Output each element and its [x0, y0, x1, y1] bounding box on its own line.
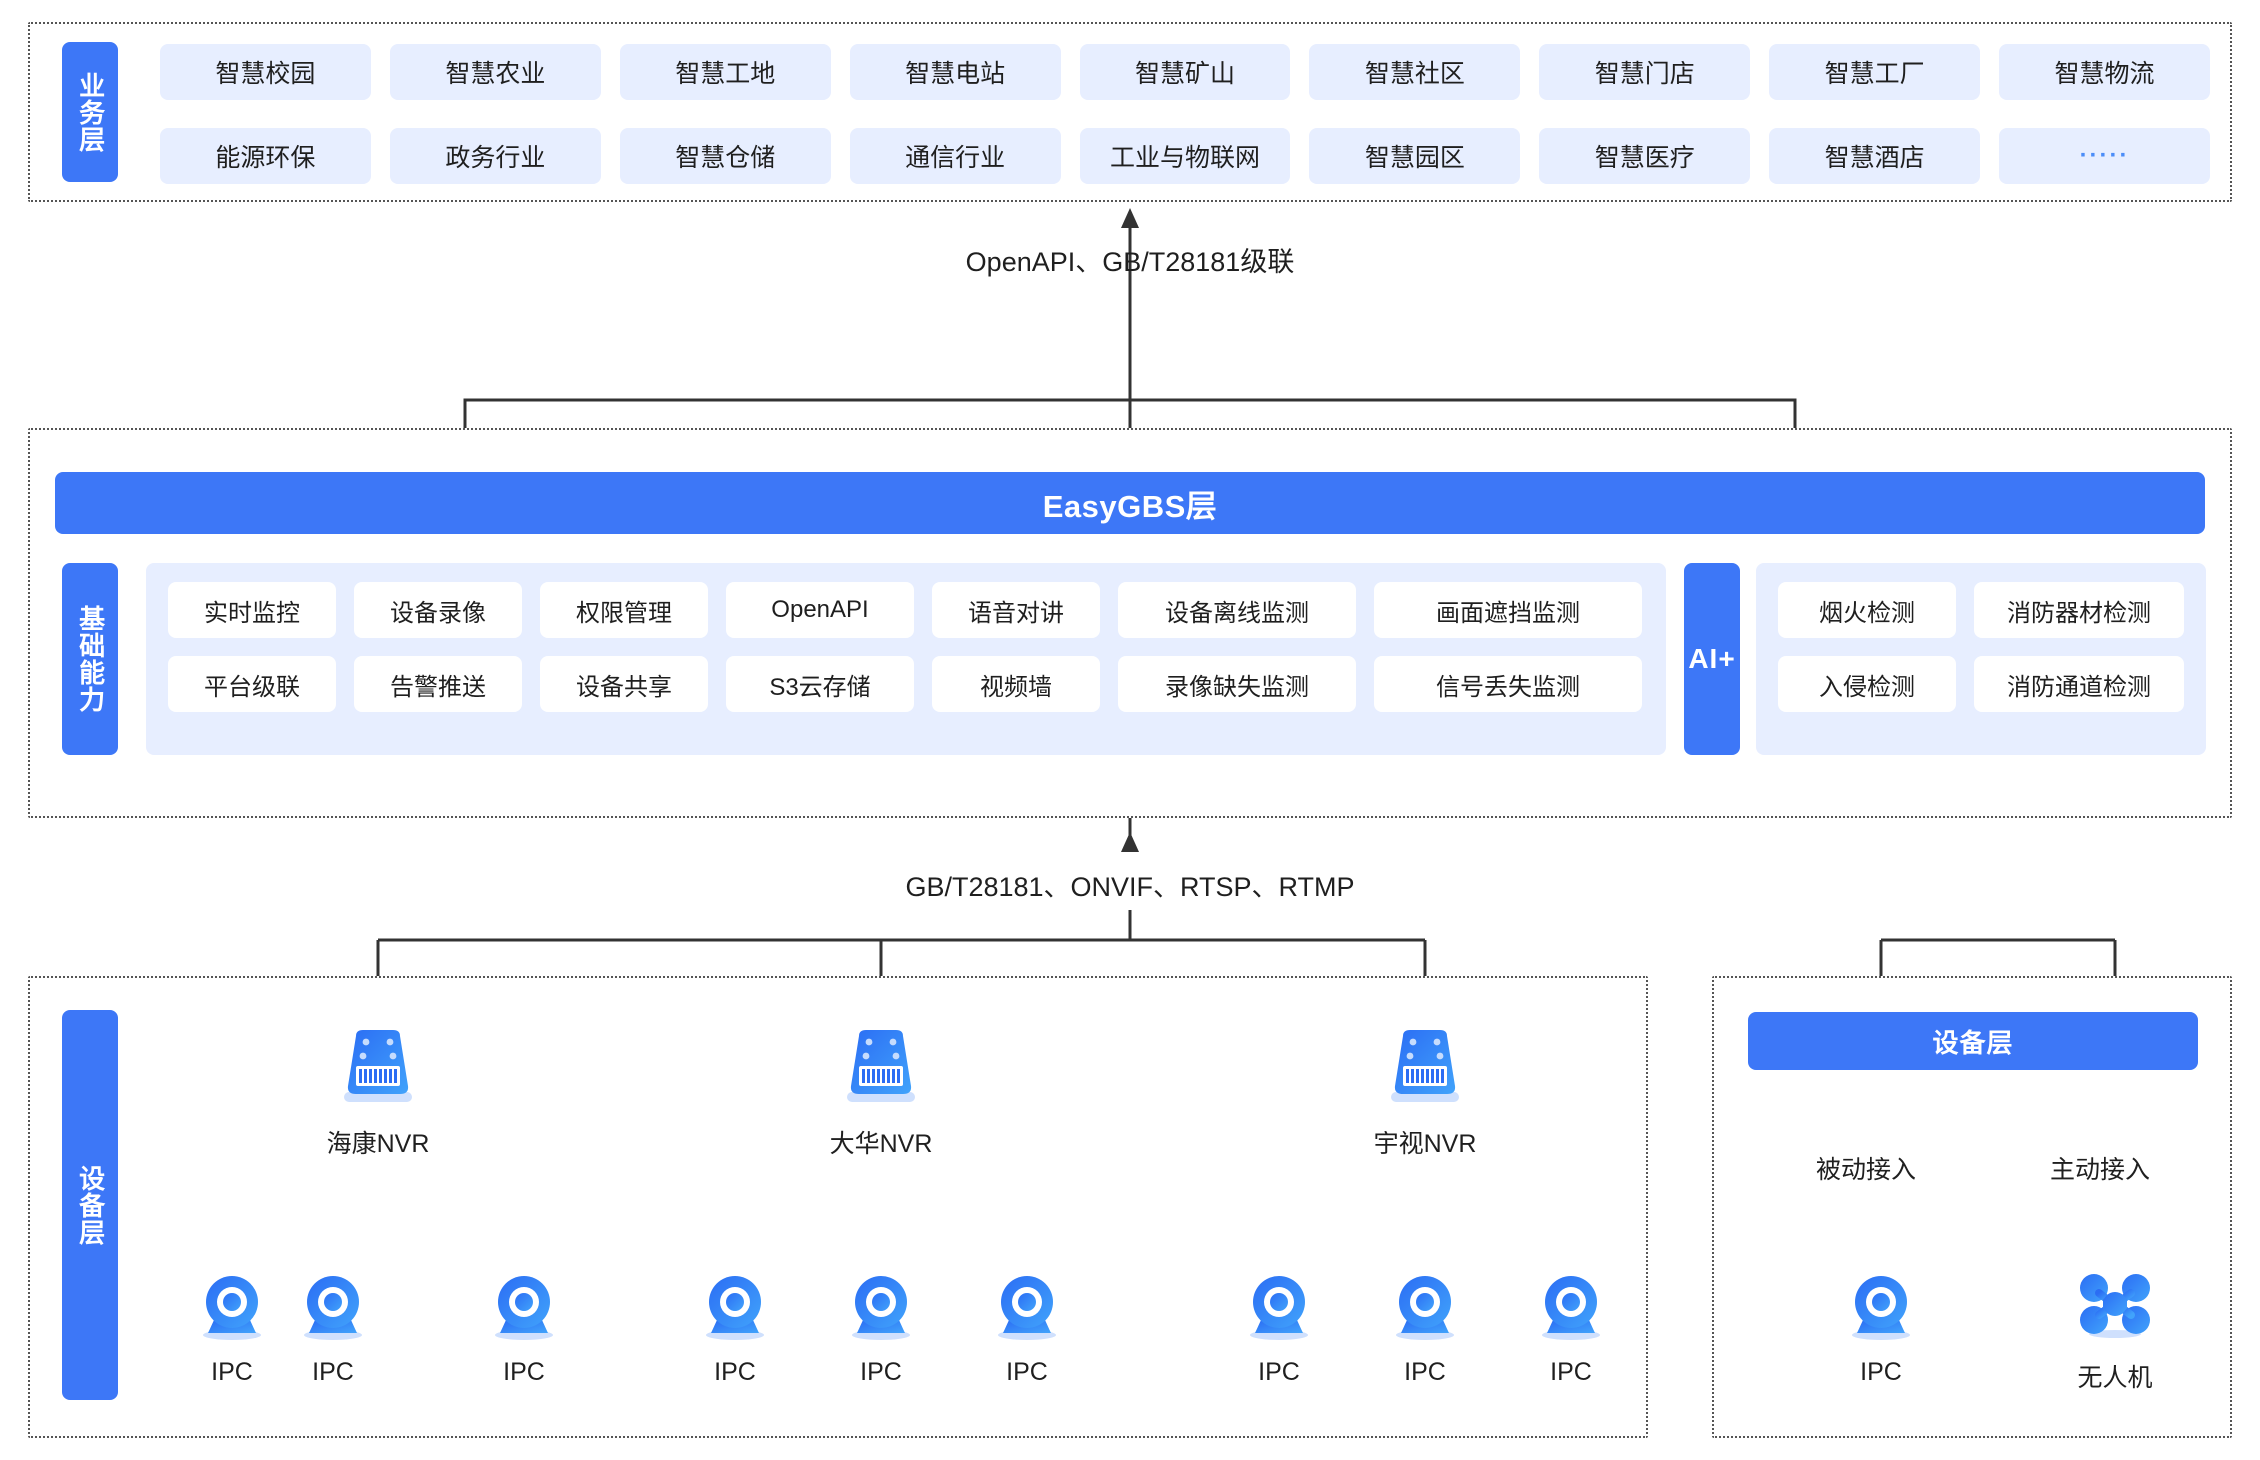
ipc-camera-icon	[1531, 1268, 1611, 1353]
ipc-camera-icon	[192, 1268, 272, 1353]
business-tag[interactable]: 工业与物联网	[1079, 128, 1291, 184]
drone-icon	[2075, 1268, 2155, 1353]
nvr-label: 大华NVR	[829, 1130, 933, 1158]
ai-capability-item[interactable]: 消防器材检测	[1974, 582, 2184, 638]
ipc-label: IPC	[1404, 1358, 1446, 1386]
business-tag[interactable]: 智慧医疗	[1539, 128, 1751, 184]
device-layer-right-title: 设备层	[1748, 1012, 2198, 1070]
business-tag[interactable]: 政务行业	[389, 128, 601, 184]
ai-capability-item[interactable]: 消防通道检测	[1974, 656, 2184, 712]
capability-item[interactable]: OpenAPI	[726, 582, 914, 638]
ipc-label: IPC	[1860, 1358, 1902, 1386]
ipc-label: IPC	[860, 1358, 902, 1386]
easygbs-title-bar: EasyGBS层	[55, 472, 2205, 534]
capability-item[interactable]: 告警推送	[354, 656, 522, 712]
ai-capability-item[interactable]: 入侵检测	[1778, 656, 1956, 712]
ipc-camera-icon	[841, 1268, 921, 1353]
ipc-camera-icon	[695, 1268, 775, 1353]
capability-item[interactable]: 录像缺失监测	[1118, 656, 1356, 712]
business-layer-tag-rows: 智慧校园 智慧农业 智慧工地 智慧电站 智慧矿山 智慧社区 智慧门店 智慧工厂 …	[160, 44, 2210, 184]
ai-plus-side-label: AI+	[1684, 563, 1740, 755]
ipc-label: IPC	[211, 1358, 253, 1386]
device-layer-side-label: 设备层	[62, 1010, 118, 1400]
business-tag[interactable]: 智慧门店	[1539, 44, 1751, 100]
basic-capability-side-label: 基础能力	[62, 563, 118, 755]
ipc-camera-icon	[293, 1268, 373, 1353]
nvr-label: 宇视NVR	[1373, 1130, 1477, 1158]
ai-capability-grid: 烟火检测 消防器材检测 入侵检测 消防通道检测	[1778, 582, 2184, 712]
ipc-label: IPC	[714, 1358, 756, 1386]
easygbs-title: EasyGBS层	[1042, 488, 1218, 524]
business-tag[interactable]: 智慧酒店	[1769, 128, 1981, 184]
business-tag[interactable]: 通信行业	[849, 128, 1061, 184]
drone-label: 无人机	[2077, 1364, 2153, 1392]
capability-item[interactable]: 设备离线监测	[1118, 582, 1356, 638]
ipc-label: IPC	[1258, 1358, 1300, 1386]
ai-capability-item[interactable]: 烟火检测	[1778, 582, 1956, 638]
ipc-label: IPC	[1550, 1358, 1592, 1386]
capability-grid: 实时监控 设备录像 权限管理 OpenAPI 语音对讲 设备离线监测 画面遮挡监…	[168, 582, 1644, 712]
capability-item[interactable]: 设备共享	[540, 656, 708, 712]
nvr-icon	[1377, 1018, 1473, 1119]
business-tag[interactable]: 智慧物流	[1999, 44, 2210, 100]
business-tag[interactable]: 智慧矿山	[1079, 44, 1291, 100]
business-tag[interactable]: 智慧农业	[389, 44, 601, 100]
device-layer-left-panel	[28, 976, 1648, 1438]
business-tag[interactable]: 智慧园区	[1309, 128, 1521, 184]
capability-item[interactable]: 权限管理	[540, 582, 708, 638]
capability-item[interactable]: 画面遮挡监测	[1374, 582, 1642, 638]
ipc-camera-icon	[484, 1268, 564, 1353]
nvr-icon	[833, 1018, 929, 1119]
capability-item[interactable]: 视频墙	[932, 656, 1100, 712]
capability-item[interactable]: 语音对讲	[932, 582, 1100, 638]
ipc-camera-icon	[987, 1268, 1067, 1353]
capability-item[interactable]: 设备录像	[354, 582, 522, 638]
business-tag-more[interactable]: ·····	[1999, 128, 2210, 184]
active-access-label: 主动接入	[2040, 1150, 2161, 1186]
nvr-label: 海康NVR	[326, 1130, 430, 1158]
capability-item[interactable]: 实时监控	[168, 582, 336, 638]
business-tag-row-2: 能源环保 政务行业 智慧仓储 通信行业 工业与物联网 智慧园区 智慧医疗 智慧酒…	[160, 128, 2210, 184]
ipc-camera-icon	[1385, 1268, 1465, 1353]
ipc-label: IPC	[503, 1358, 545, 1386]
business-tag[interactable]: 智慧工厂	[1769, 44, 1981, 100]
business-tag[interactable]: 智慧社区	[1309, 44, 1521, 100]
business-layer-side-label: 业务层	[62, 42, 118, 182]
connector-top-label: OpenAPI、GB/T28181级联	[965, 247, 1295, 277]
ipc-label: IPC	[312, 1358, 354, 1386]
business-tag[interactable]: 智慧工地	[619, 44, 831, 100]
business-tag[interactable]: 智慧校园	[160, 44, 371, 100]
ipc-label: IPC	[1006, 1358, 1048, 1386]
business-tag-row-1: 智慧校园 智慧农业 智慧工地 智慧电站 智慧矿山 智慧社区 智慧门店 智慧工厂 …	[160, 44, 2210, 100]
passive-access-label: 被动接入	[1806, 1150, 1927, 1186]
nvr-icon	[330, 1018, 426, 1119]
capability-item[interactable]: S3云存储	[726, 656, 914, 712]
connector-bottom-label: GB/T28181、ONVIF、RTSP、RTMP	[905, 872, 1355, 902]
ipc-camera-icon	[1841, 1268, 1921, 1353]
business-tag[interactable]: 能源环保	[160, 128, 371, 184]
business-tag[interactable]: 智慧仓储	[619, 128, 831, 184]
capability-item[interactable]: 信号丢失监测	[1374, 656, 1642, 712]
ipc-camera-icon	[1239, 1268, 1319, 1353]
capability-item[interactable]: 平台级联	[168, 656, 336, 712]
business-tag[interactable]: 智慧电站	[849, 44, 1061, 100]
